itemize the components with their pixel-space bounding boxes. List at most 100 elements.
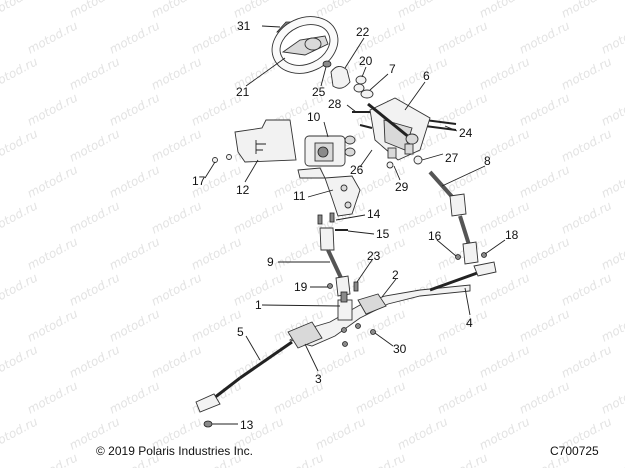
callout-31: 31 xyxy=(237,19,251,33)
watermark-text: motod.ru xyxy=(559,198,615,236)
watermark-text: motod.ru xyxy=(599,90,625,128)
watermark-text: motod.ru xyxy=(25,306,81,344)
watermark-text: motod.ru xyxy=(599,378,625,416)
steering-rack-part xyxy=(287,284,471,349)
watermark-text: motod.ru xyxy=(517,162,573,200)
watermark-text: motod.ru xyxy=(599,306,625,344)
callout-18: 18 xyxy=(505,228,519,242)
watermark-text: motod.ru xyxy=(395,414,451,452)
diagram-id: C700725 xyxy=(550,444,599,458)
callout-27: 27 xyxy=(445,151,459,165)
callout-14: 14 xyxy=(367,207,381,221)
watermark-text: motod.ru xyxy=(231,0,287,21)
watermark-text: motod.ru xyxy=(353,450,409,468)
intermediate-shaft-part xyxy=(319,227,351,297)
steering-column-part xyxy=(367,97,431,161)
watermark-text: motod.ru xyxy=(0,270,40,308)
callout-6: 6 xyxy=(423,69,430,83)
watermark-text: motod.ru xyxy=(149,0,205,21)
watermark-text: motod.ru xyxy=(0,54,40,92)
watermark-text: motod.ru xyxy=(107,90,163,128)
watermark-text: motod.ru xyxy=(559,0,615,21)
watermark-text: motod.ru xyxy=(149,270,205,308)
mount-bracket-part xyxy=(324,175,361,217)
callout-30: 30 xyxy=(393,342,407,356)
watermark-text: motod.ru xyxy=(353,378,409,416)
watermark-text: motod.ru xyxy=(313,0,369,21)
bolt-parts-14-15 xyxy=(317,212,348,231)
cover-cap-part xyxy=(330,66,351,89)
tie-rod-right-part xyxy=(429,261,497,292)
watermark-text: motod.ru xyxy=(271,450,327,468)
watermark-text: motod.ru xyxy=(107,234,163,272)
watermark-text: motod.ru xyxy=(559,54,615,92)
watermark-text: motod.ru xyxy=(149,126,205,164)
watermark-text: motod.ru xyxy=(67,126,123,164)
watermark-text: motod.ru xyxy=(599,18,625,56)
callout-12: 12 xyxy=(236,183,250,197)
nut-part xyxy=(322,60,332,68)
watermark-text: motod.ru xyxy=(477,270,533,308)
tie-rod-left-part xyxy=(195,340,293,413)
watermark-text: motod.ru xyxy=(477,342,533,380)
callout-10: 10 xyxy=(307,110,321,124)
watermark-text: motod.ru xyxy=(599,234,625,272)
watermark-text: motod.ru xyxy=(149,342,205,380)
watermark-text: motod.ru xyxy=(0,198,40,236)
watermark-text: motod.ru xyxy=(25,234,81,272)
watermark-text: motod.ru xyxy=(517,378,573,416)
watermark-text: motod.ru xyxy=(189,234,245,272)
callout-17: 17 xyxy=(192,174,206,188)
watermark-text: motod.ru xyxy=(107,306,163,344)
watermark-text: motod.ru xyxy=(25,18,81,56)
watermark-text: motod.ru xyxy=(25,450,81,468)
watermark-text: motod.ru xyxy=(25,90,81,128)
watermark-text: motod.ru xyxy=(517,234,573,272)
washer-parts xyxy=(353,75,374,99)
watermark-text: motod.ru xyxy=(67,198,123,236)
watermark-text: motod.ru xyxy=(25,378,81,416)
watermark-text: motod.ru xyxy=(477,414,533,452)
watermark-text: motod.ru xyxy=(149,198,205,236)
watermark-text: motod.ru xyxy=(0,342,40,380)
watermark-text: motod.ru xyxy=(517,18,573,56)
watermark-text: motod.ru xyxy=(395,0,451,21)
watermark-text: motod.ru xyxy=(107,162,163,200)
callout-26: 26 xyxy=(350,163,364,177)
watermark-text: motod.ru xyxy=(107,18,163,56)
watermark-text: motod.ru xyxy=(395,198,451,236)
watermark-text: motod.ru xyxy=(435,378,491,416)
callout-25: 25 xyxy=(312,85,326,99)
watermark-text: motod.ru xyxy=(271,234,327,272)
callout-16: 16 xyxy=(428,229,442,243)
watermark-text: motod.ru xyxy=(559,126,615,164)
callout-13: 13 xyxy=(240,418,254,432)
nut-part-13 xyxy=(203,420,213,428)
watermark-text: motod.ru xyxy=(0,0,40,21)
control-module-part xyxy=(297,135,356,179)
cover-panel-part xyxy=(234,119,297,163)
watermark-text: motod.ru xyxy=(25,162,81,200)
callout-23: 23 xyxy=(367,249,381,263)
watermark-text: motod.ru xyxy=(435,450,491,468)
watermark-text: motod.ru xyxy=(149,54,205,92)
watermark-text: motod.ru xyxy=(231,198,287,236)
callout-8: 8 xyxy=(484,154,491,168)
callout-1: 1 xyxy=(255,298,262,312)
callout-24: 24 xyxy=(459,126,473,140)
callout-7: 7 xyxy=(389,62,396,76)
callout-2: 2 xyxy=(392,268,399,282)
callout-19: 19 xyxy=(294,280,308,294)
callout-21: 21 xyxy=(236,85,250,99)
callout-15: 15 xyxy=(376,227,390,241)
callout-20: 20 xyxy=(359,54,373,68)
watermark-text: motod.ru xyxy=(559,270,615,308)
callout-numbers: 31 21 22 25 20 7 6 28 10 24 27 26 29 8 1… xyxy=(192,19,519,432)
fastener-parts-19-23 xyxy=(327,281,359,292)
leader-lines xyxy=(204,25,506,425)
watermark-text: motod.ru xyxy=(599,450,625,468)
watermark-text: motod.ru xyxy=(435,18,491,56)
callout-11: 11 xyxy=(293,189,306,203)
